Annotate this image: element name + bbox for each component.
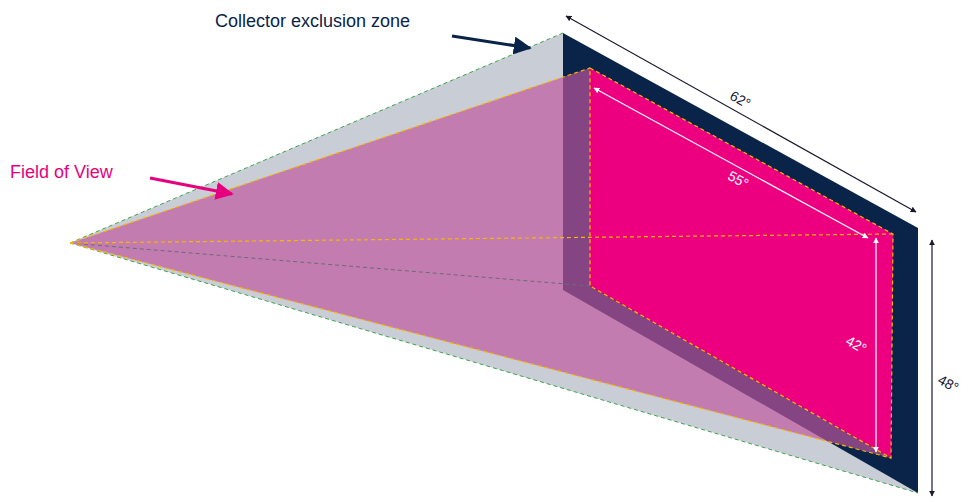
dimension-label: 62° <box>727 88 753 112</box>
dimension-label: 55° <box>725 168 751 192</box>
dimension-label: 48° <box>935 372 961 396</box>
edge-line <box>70 33 563 243</box>
callout-arrow <box>452 36 530 48</box>
callout-arrow <box>150 178 232 194</box>
edge-line <box>70 243 918 493</box>
exclusion-pyramid <box>70 33 918 493</box>
exclusion-frame <box>563 33 918 493</box>
dimension-label: 42° <box>843 333 869 357</box>
pyramid-edges <box>70 33 918 493</box>
edge-line <box>70 234 893 243</box>
fov-window <box>590 68 893 458</box>
callout-label: Field of View <box>10 163 113 183</box>
window-outline <box>590 68 893 458</box>
dimension-line <box>931 240 932 496</box>
callout-label: Collector exclusion zone <box>215 12 410 32</box>
dimension-line <box>594 88 868 238</box>
dimension-line <box>875 238 876 452</box>
edge-line <box>70 68 590 243</box>
edge-line <box>70 243 590 286</box>
dimension-line <box>566 16 916 212</box>
edge-line <box>70 243 891 458</box>
